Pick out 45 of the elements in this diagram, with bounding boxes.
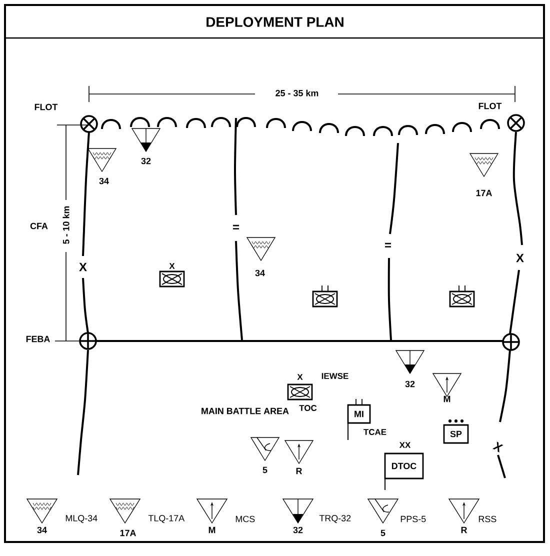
legend-label: PPS-5	[400, 516, 426, 522]
unit-symbol	[312, 285, 338, 308]
title: DEPLOYMENT PLAN	[206, 17, 344, 27]
symbol-label: X	[297, 374, 303, 380]
map-label: 32	[141, 158, 151, 164]
map-label: 17A	[476, 190, 492, 196]
unit-symbol	[159, 270, 185, 288]
map-label: 32	[405, 380, 415, 388]
map-label: M	[444, 396, 450, 402]
symbol-label: XX	[399, 442, 411, 448]
boundary-marker: X	[492, 442, 504, 452]
boundary-marker: =	[233, 224, 239, 230]
symbol-label: X	[169, 263, 175, 269]
map-label: R	[296, 468, 302, 474]
unit-box: SP	[443, 419, 469, 444]
legend-label: TRQ-32	[319, 515, 351, 523]
map-label: M	[208, 526, 216, 534]
map-label: 34	[37, 526, 47, 534]
boundary-marker: X	[79, 262, 87, 272]
map-label: 17A	[120, 530, 136, 536]
symbol-label: TOC	[299, 405, 317, 411]
legend-label: TLQ-17A	[148, 515, 185, 523]
unit-box: DTOC	[384, 452, 424, 490]
legend-label: MCS	[236, 516, 255, 522]
map-label: FLOT	[478, 102, 502, 110]
map-label: 34	[99, 178, 109, 184]
map-label: 32	[293, 526, 303, 534]
map-label: FEBA	[26, 336, 50, 342]
legend-label: MLQ-34	[66, 515, 98, 523]
symbol-label: IEWSE	[322, 373, 348, 379]
unit-symbol	[449, 285, 475, 308]
map-label: R	[461, 526, 468, 534]
map-label: 34	[255, 270, 265, 276]
map-label: MAIN BATTLE AREA	[202, 408, 289, 414]
boundary-marker: X	[516, 254, 524, 262]
map-label: 5	[262, 466, 268, 474]
map-label: CFA	[30, 222, 48, 230]
boundary-marker: =	[385, 242, 391, 248]
unit-symbol	[287, 384, 313, 400]
symbol-label: TCAE	[364, 429, 386, 435]
map-label: FLOT	[34, 104, 58, 110]
map-label: 5	[380, 530, 386, 536]
legend-label: RSS	[478, 516, 496, 522]
dimension-label: 5 - 10 km	[62, 206, 70, 244]
dimension-label: 25 - 35 km	[276, 90, 318, 96]
